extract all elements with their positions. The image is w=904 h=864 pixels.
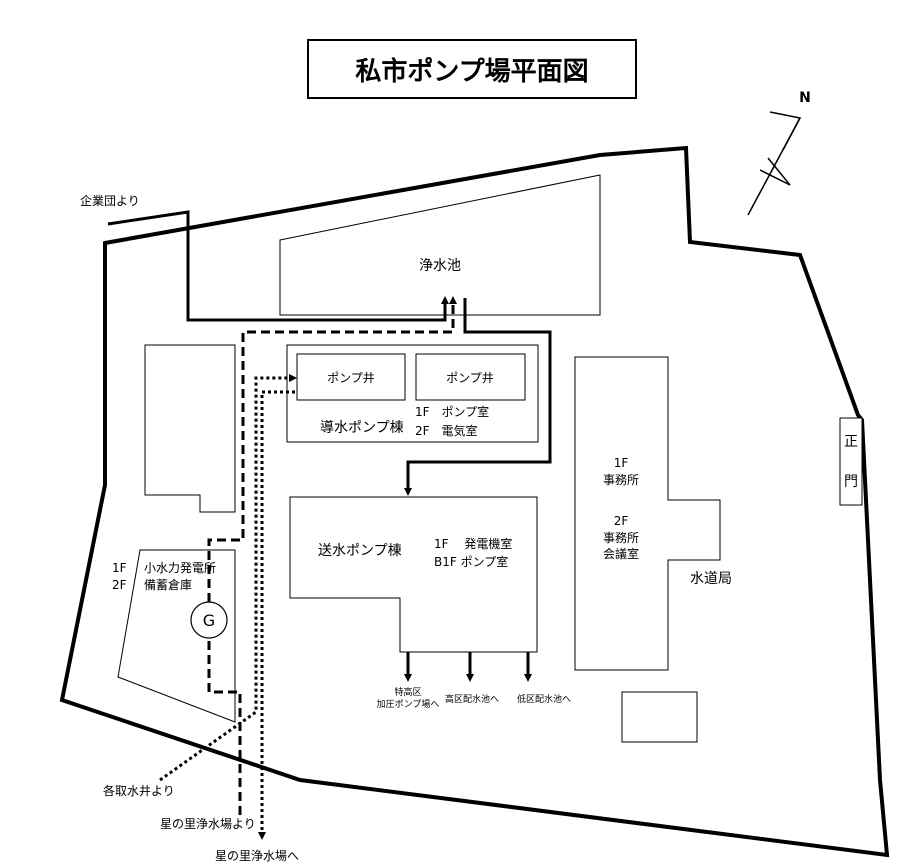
water-bureau-label: 水道局 [690,571,732,587]
reservoir-to-transmission-pipe [404,298,552,496]
main-gate-label-1: 正 [844,434,858,450]
from-wells-label: 各取水井より [103,783,175,798]
from-hoshinosato-label: 星の里浄水場より [160,817,256,831]
inflow-pipe-kigyodan [107,210,449,322]
water-bureau-building [574,356,721,671]
intake-building-label: 導水ポンプ棟 [320,420,404,436]
intake-1f-label: 1F ポンプ室 [415,404,489,419]
north-label: N [799,90,811,106]
north-arrow-icon [747,111,802,216]
to-tokkouku-label-1: 特高区 [394,686,421,698]
pump-well-2-label: ポンプ井 [446,371,494,385]
generator-label: G [203,611,215,630]
to-teiku-label: 低区配水池へ [517,693,571,705]
transmission-1f-label: 1F 発電機室 [434,536,512,551]
office-1f-room-label: 事務所 [603,473,639,487]
main-gate [839,417,863,506]
hoshinosato-outflow-pipe [258,390,295,840]
pump-well-1-label: ポンプ井 [327,371,375,385]
office-2f-room2-label: 会議室 [603,546,639,561]
intake-2f-label: 2F 電気室 [415,423,478,438]
pump-well-2 [415,353,526,401]
main-gate-label-2: 門 [844,474,858,490]
left-building [144,344,236,513]
to-tokkouku-label-2: 加圧ポンプ場へ [377,698,440,710]
title-box [307,39,637,99]
intake-wells-pipe [159,374,297,782]
page-title: 私市ポンプ場平面図 [355,56,588,87]
from-kigyodan-label: 企業団より [80,193,140,208]
hydro-2f-label: 2F [112,578,127,592]
office-1f-label: 1F [614,456,629,470]
pump-well-1 [296,353,406,401]
hydro-power-building [117,549,236,723]
office-2f-label: 2F [614,514,629,528]
office-2f-room1-label: 事務所 [603,531,639,545]
hydro-name-label: 小水力発電所 [144,561,216,575]
transmission-b1f-label: B1F ポンプ室 [434,554,508,569]
transmission-building-label: 送水ポンプ棟 [318,543,402,559]
to-kouku-label: 高区配水池へ [445,693,499,705]
transmission-pump-building [289,496,538,653]
hydro-1f-label: 1F [112,561,127,575]
to-hoshinosato-label: 星の里浄水場へ [215,849,299,863]
small-building [621,691,698,743]
hydro-storage-label: 備蓄倉庫 [144,577,192,592]
hoshinosato-inflow-pipe [207,300,453,815]
clear-water-reservoir [279,174,601,316]
reservoir-label: 浄水池 [419,258,461,274]
generator-icon [190,601,228,639]
